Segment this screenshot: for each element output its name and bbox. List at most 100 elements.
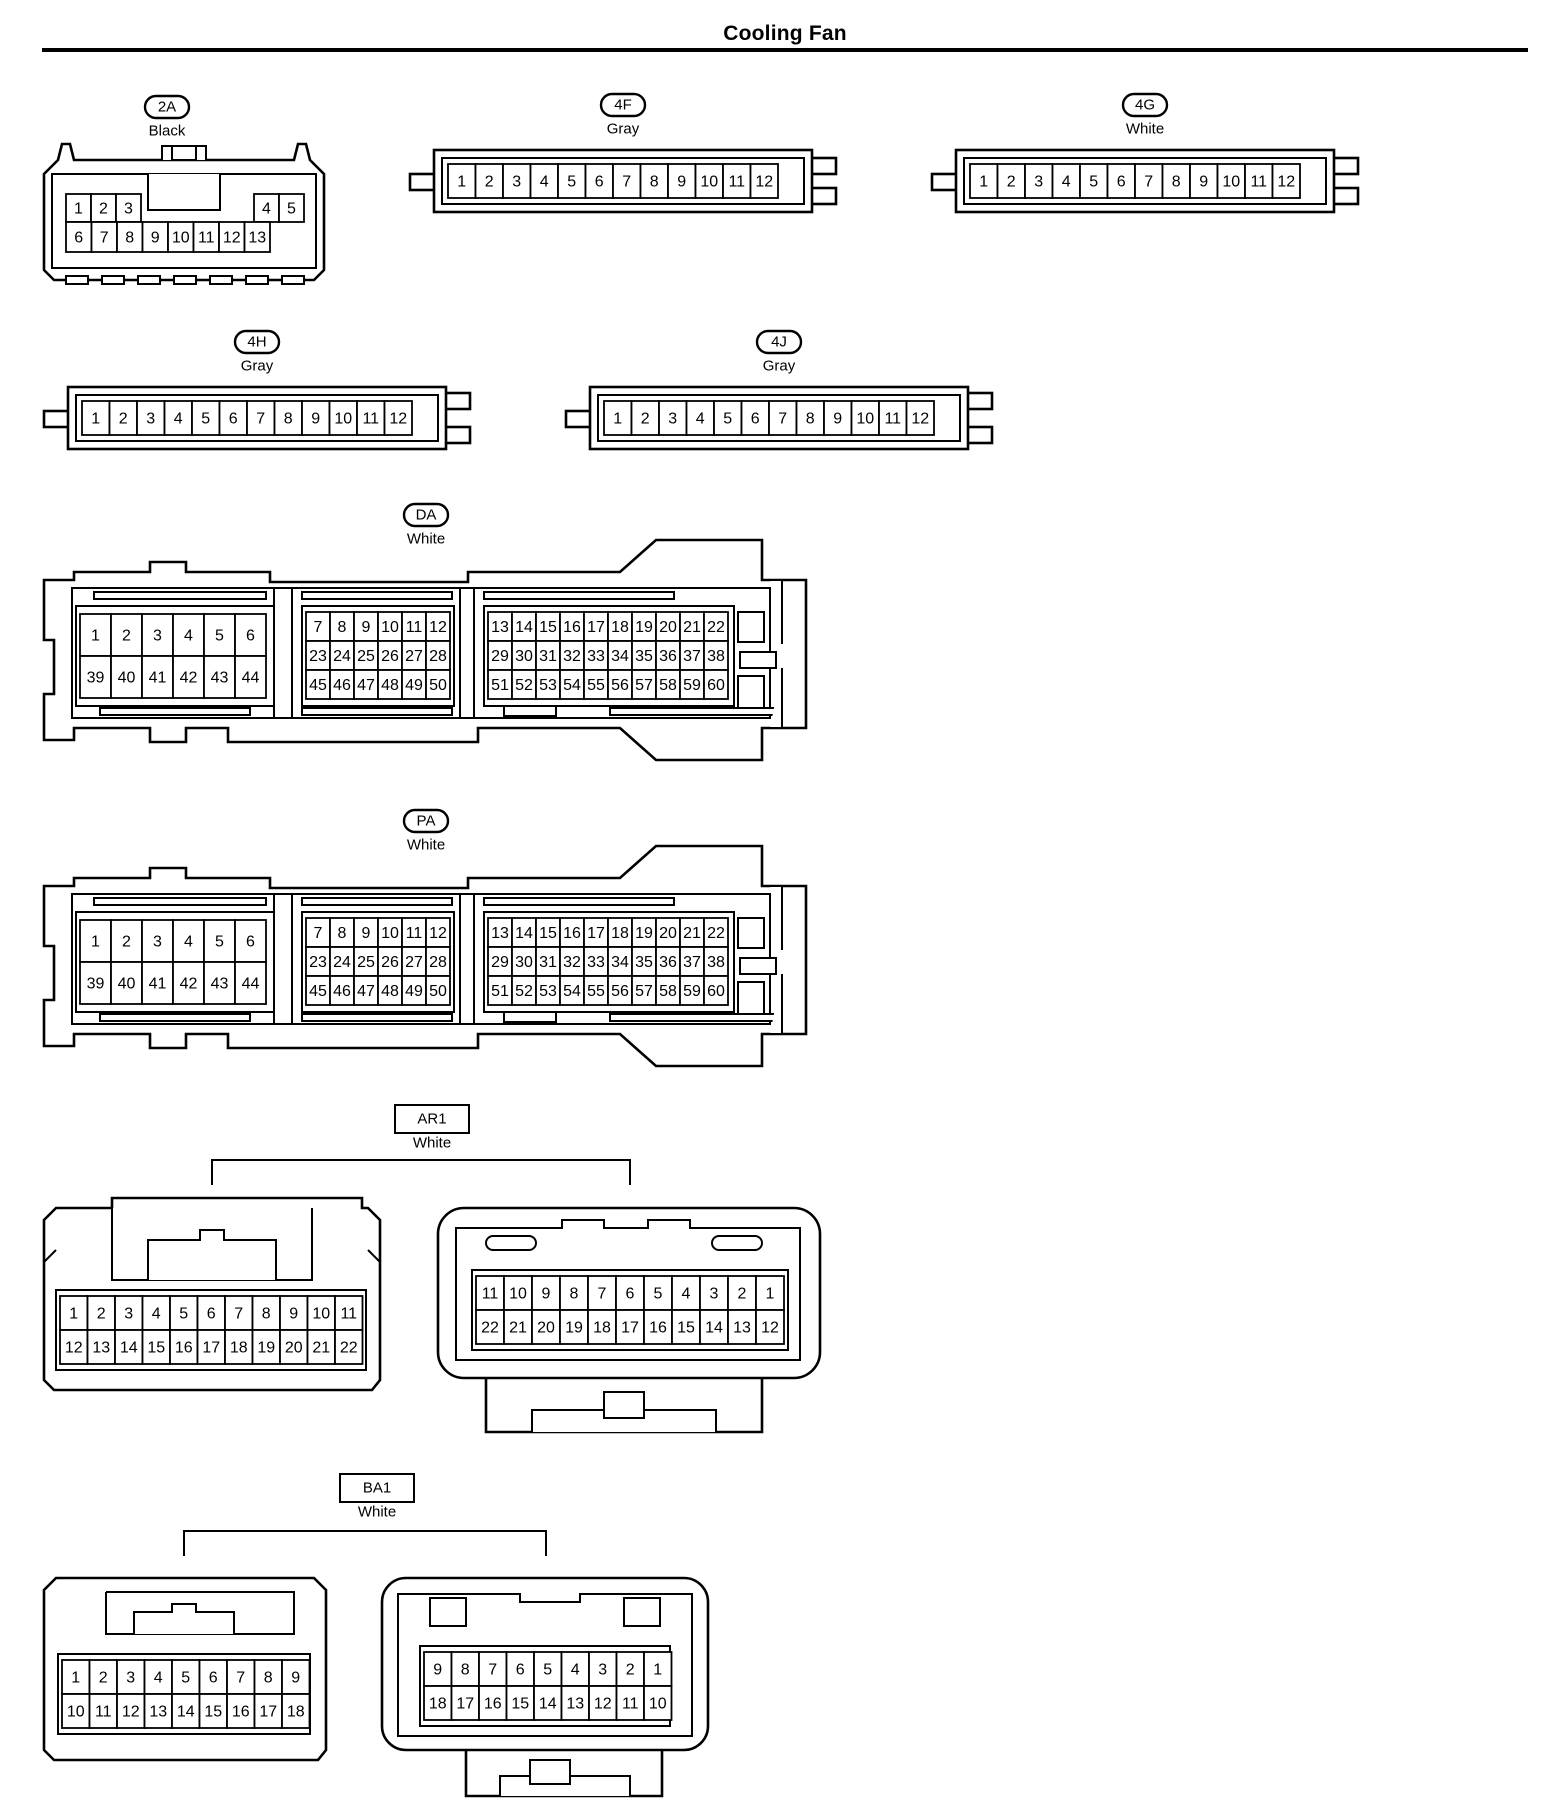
pin-label: 21	[683, 925, 701, 942]
pin-label: 6	[246, 934, 255, 951]
pin-cell	[1161, 163, 1191, 199]
pin-label: 11	[728, 174, 745, 191]
pin-label: 29	[491, 954, 509, 971]
pin-label: 13	[491, 925, 509, 942]
pin-label: 54	[563, 983, 581, 1000]
pin-label: 10	[856, 411, 874, 428]
pin-label: 51	[491, 983, 509, 1000]
pin-label: 16	[649, 1320, 667, 1337]
pin-cell	[329, 669, 355, 700]
pin-cell	[425, 611, 451, 642]
pin-label: 42	[180, 976, 198, 993]
pin-cell	[81, 400, 111, 436]
pin-cell	[329, 611, 355, 642]
pin-cell	[246, 400, 276, 436]
pin-cell	[487, 946, 513, 977]
pin-label: 32	[563, 954, 581, 971]
pin-label: 14	[515, 925, 533, 942]
pin-label: 5	[567, 174, 576, 191]
pin-label: 13	[491, 619, 509, 636]
pin-label: 11	[198, 230, 215, 247]
connector-code: AR1	[417, 1111, 446, 1128]
pin-label: 11	[95, 1704, 112, 1721]
pin-cell	[559, 1275, 589, 1311]
pin-label: 8	[1172, 174, 1181, 191]
pin-label: 18	[611, 925, 629, 942]
pin-cell	[722, 163, 752, 199]
pin-cell	[116, 1659, 146, 1695]
pin-label: 19	[565, 1320, 583, 1337]
pin-label: 34	[611, 954, 629, 971]
pin-label: 4	[174, 411, 183, 428]
pin-cell	[191, 400, 221, 436]
pin-label: 12	[122, 1704, 140, 1721]
tag-oval	[755, 329, 803, 355]
side-peg	[1330, 186, 1360, 206]
pin-label: 6	[207, 1306, 216, 1323]
pin-label: 2	[122, 934, 131, 951]
rail	[301, 707, 453, 716]
pin-cell	[377, 669, 403, 700]
pin-label: 8	[461, 1662, 470, 1679]
rail	[93, 897, 267, 906]
pin-cell	[88, 1693, 118, 1729]
pin-cell	[583, 669, 609, 700]
rail	[99, 707, 251, 716]
rail	[93, 591, 267, 600]
pin-label: 43	[211, 670, 229, 687]
pin-cell	[79, 961, 112, 1005]
pin-label: 8	[264, 1670, 273, 1687]
pin-label: 52	[515, 677, 533, 694]
pin-cell	[114, 1295, 144, 1331]
pin-label: 23	[309, 648, 327, 665]
pin-label: 45	[309, 677, 327, 694]
pin-label: 4	[184, 628, 193, 645]
pin-cell	[587, 1275, 617, 1311]
bracket	[211, 1159, 631, 1185]
pin-label: 3	[598, 1662, 607, 1679]
pin-cell	[643, 1685, 673, 1721]
pin-cell	[218, 400, 248, 436]
divider	[459, 587, 475, 719]
pin-label: 12	[65, 1340, 83, 1357]
pin-label: 11	[622, 1696, 639, 1713]
foot	[281, 275, 305, 285]
pin-label: 1	[71, 1670, 80, 1687]
pin-cell	[1271, 163, 1301, 199]
pin-label: 42	[180, 670, 198, 687]
pin-label: 4	[152, 1306, 161, 1323]
pin-cell	[703, 975, 729, 1006]
pin-cell	[353, 669, 379, 700]
connector-code: 4G	[1135, 97, 1155, 114]
pin-cell	[535, 946, 561, 977]
pin-label: 12	[429, 619, 447, 636]
rail	[483, 591, 675, 600]
pin-label: 6	[595, 174, 604, 191]
pin-cell	[1051, 163, 1081, 199]
pin-label: 12	[223, 230, 241, 247]
pin-cell	[425, 975, 451, 1006]
latch-arm	[770, 579, 783, 729]
tag-oval	[599, 92, 647, 118]
pin-label: 5	[654, 1286, 663, 1303]
side-peg	[42, 409, 72, 429]
pin-label: 8	[650, 174, 659, 191]
pin-cell	[401, 669, 427, 700]
pin-cell	[560, 1651, 590, 1687]
pin-cell	[505, 1685, 535, 1721]
pin-label: 21	[683, 619, 701, 636]
pin-label: 5	[723, 411, 732, 428]
pin-label: 1	[91, 628, 100, 645]
key-slot	[147, 174, 221, 211]
pin-label: 11	[340, 1306, 357, 1323]
pin-cell	[172, 961, 205, 1005]
pin-cell	[1024, 163, 1054, 199]
page-header: Cooling Fan	[42, 18, 1528, 52]
tag-oval	[233, 329, 281, 355]
pin-label: 1	[979, 174, 988, 191]
pin-label: 10	[312, 1306, 330, 1323]
pin-cell	[281, 1693, 311, 1729]
